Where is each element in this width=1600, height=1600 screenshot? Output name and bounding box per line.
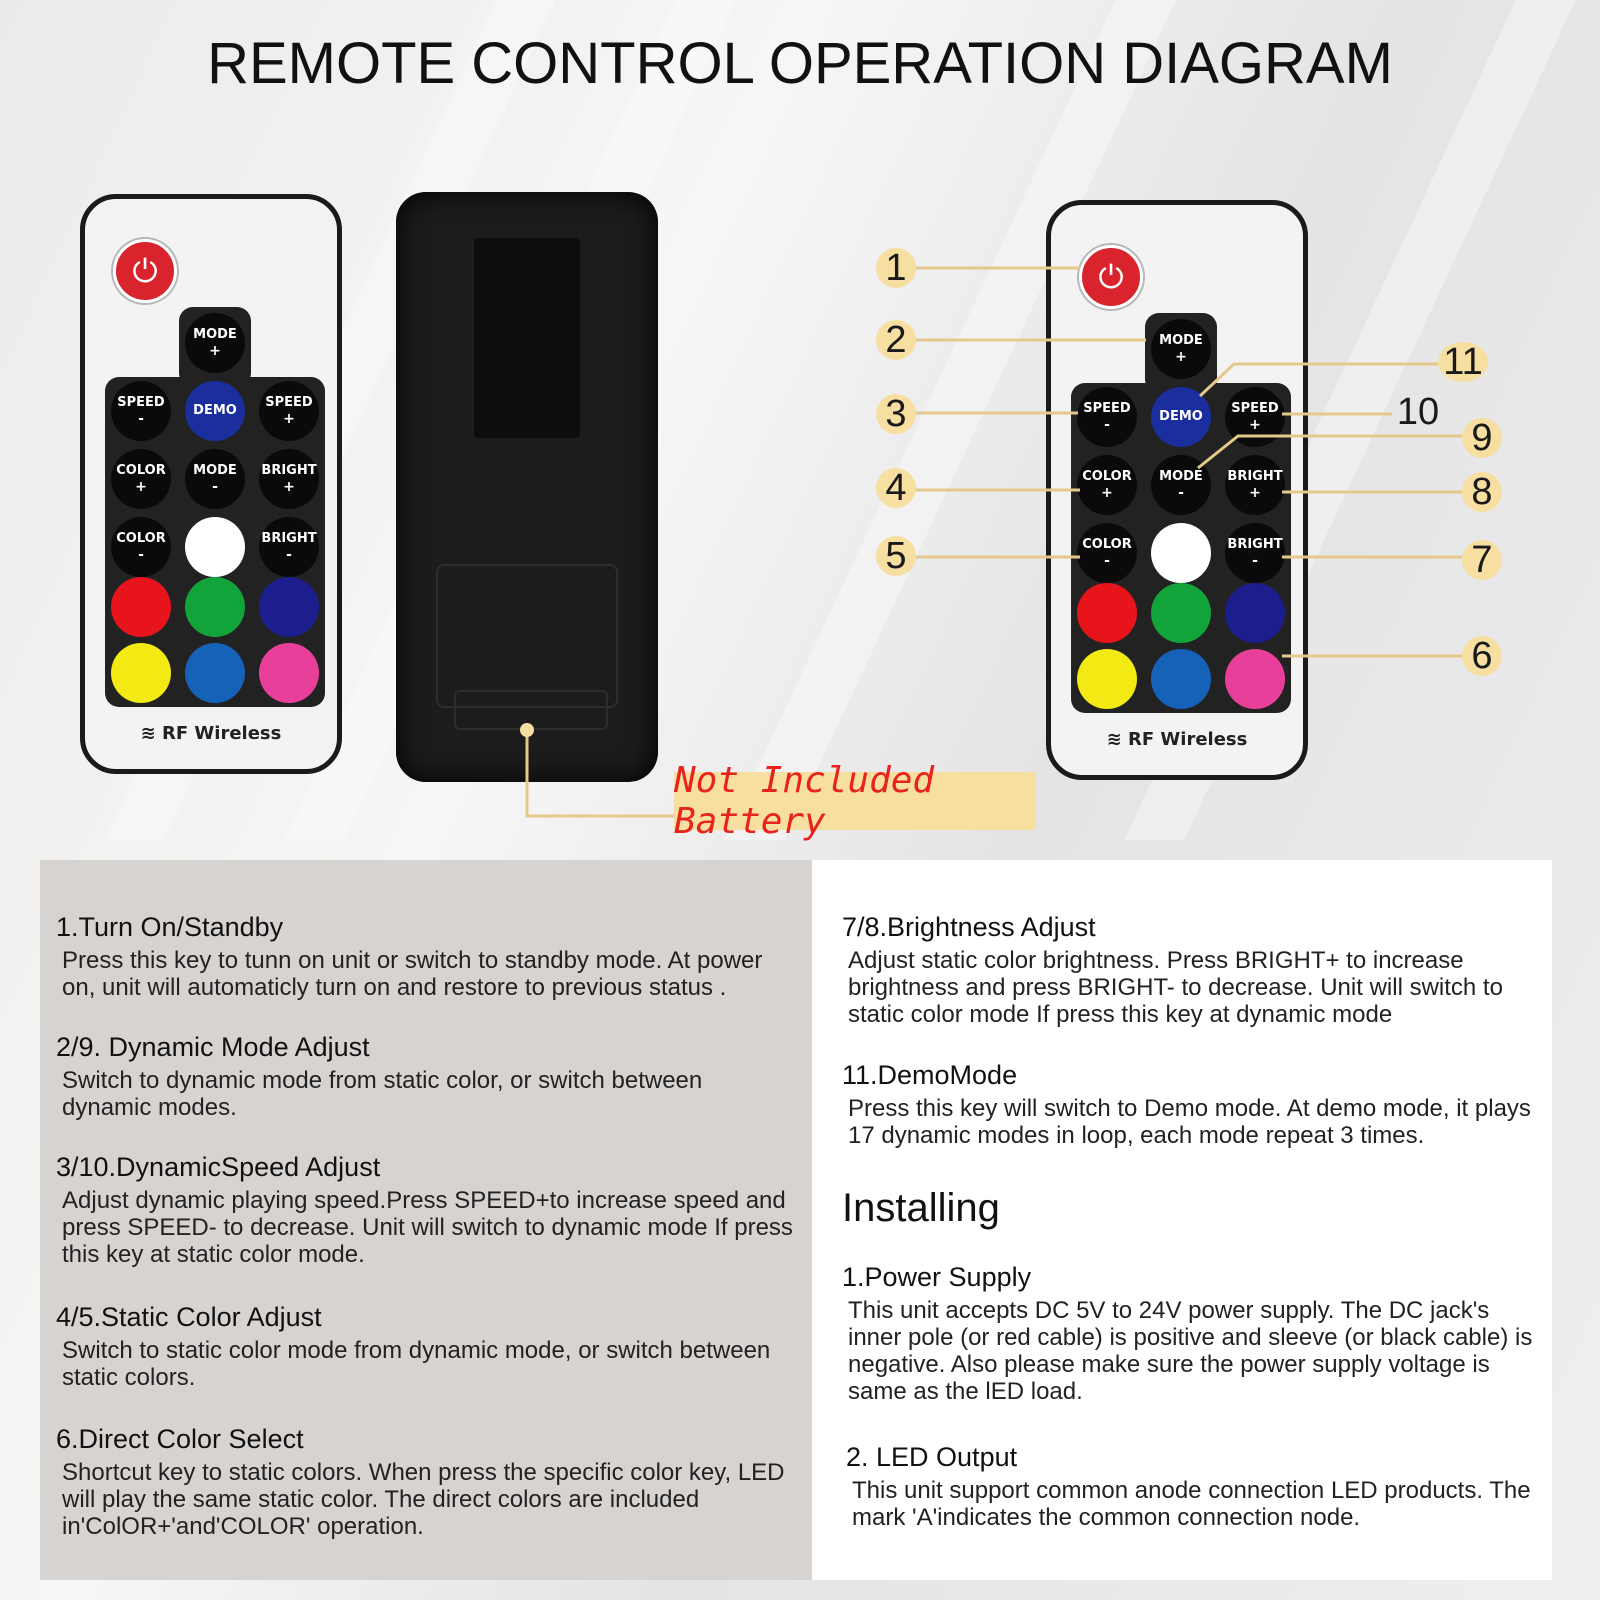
section-dynamic-mode: 2/9. Dynamic Mode Adjust Switch to dynam…: [56, 1032, 796, 1121]
rf-wireless-label: ≋ RF Wireless: [1106, 729, 1248, 750]
section-body: Press this key to tunn on unit or switch…: [62, 947, 763, 1001]
power-button[interactable]: ⏻: [1079, 245, 1143, 309]
callout-6: 6: [1462, 635, 1502, 677]
color-minus-button[interactable]: COLOR-: [111, 517, 171, 577]
color-key-yellow[interactable]: [111, 643, 171, 703]
page-title: REMOTE CONTROL OPERATION DIAGRAM: [207, 31, 1393, 96]
mode-plus-button[interactable]: MODE+: [1151, 319, 1211, 379]
bright-plus-button[interactable]: BRIGHT+: [259, 449, 319, 509]
wifi-icon: ≋: [1106, 729, 1128, 750]
section-demo-mode: 11.DemoMode Press this key will switch t…: [842, 1060, 1542, 1149]
speed-plus-button[interactable]: SPEED+: [1225, 387, 1285, 447]
section-body: This unit support common anode connectio…: [852, 1477, 1531, 1531]
color-key-pink[interactable]: [1225, 649, 1285, 709]
section-title: 3/10.DynamicSpeed Adjust: [56, 1152, 381, 1182]
section-title: 2. LED Output: [846, 1442, 1018, 1472]
remote-front-left: ⏻ MODE+ SPEED- DEMO SPEED+ COLOR+ MODE- …: [80, 194, 342, 774]
color-key-white[interactable]: [185, 517, 245, 577]
section-title: 2/9. Dynamic Mode Adjust: [56, 1032, 370, 1062]
section-title: 1.Turn On/Standby: [56, 912, 284, 942]
speed-minus-button[interactable]: SPEED-: [1077, 387, 1137, 447]
section-direct-color: 6.Direct Color Select Shortcut key to st…: [56, 1424, 796, 1540]
section-title: 7/8.Brightness Adjust: [842, 912, 1096, 942]
section-led-output: 2. LED Output This unit support common a…: [846, 1442, 1542, 1531]
callout-7: 7: [1462, 539, 1502, 581]
battery-not-included-label: Not Included Battery: [674, 760, 1036, 842]
color-key-navy[interactable]: [1225, 583, 1285, 643]
color-key-green[interactable]: [185, 577, 245, 637]
section-title: 1.Power Supply: [842, 1262, 1032, 1292]
mode-minus-button[interactable]: MODE-: [185, 449, 245, 509]
section-brightness: 7/8.Brightness Adjust Adjust static colo…: [842, 912, 1542, 1028]
callout-1: 1: [876, 247, 916, 289]
color-key-blue[interactable]: [185, 643, 245, 703]
color-key-red[interactable]: [1077, 583, 1137, 643]
section-static-color: 4/5.Static Color Adjust Switch to static…: [56, 1302, 796, 1391]
release-latch: [454, 690, 608, 730]
back-window: [474, 238, 580, 438]
section-title: 4/5.Static Color Adjust: [56, 1302, 322, 1332]
section-body: Shortcut key to static colors. When pres…: [62, 1459, 785, 1540]
instructions-panel-left: [40, 860, 812, 1580]
remote-back: [396, 192, 658, 782]
color-key-pink[interactable]: [259, 643, 319, 703]
section-title: 6.Direct Color Select: [56, 1424, 304, 1454]
color-plus-button[interactable]: COLOR+: [111, 449, 171, 509]
demo-button[interactable]: DEMO: [1151, 387, 1211, 447]
installing-heading: Installing: [842, 1186, 1000, 1230]
color-minus-button[interactable]: COLOR-: [1077, 523, 1137, 583]
battery-compartment: [436, 564, 618, 708]
color-key-white[interactable]: [1151, 523, 1211, 583]
callout-5: 5: [876, 535, 916, 577]
speed-minus-button[interactable]: SPEED-: [111, 381, 171, 441]
rf-wireless-label: ≋ RF Wireless: [140, 723, 282, 744]
instructions-panel-right: [812, 860, 1552, 1580]
section-body: This unit accepts DC 5V to 24V power sup…: [848, 1297, 1533, 1405]
wifi-icon: ≋: [140, 723, 162, 744]
bright-minus-button[interactable]: BRIGHT-: [1225, 523, 1285, 583]
demo-button[interactable]: DEMO: [185, 381, 245, 441]
bright-plus-button[interactable]: BRIGHT+: [1225, 455, 1285, 515]
mode-minus-button[interactable]: MODE-: [1151, 455, 1211, 515]
section-turn-on: 1.Turn On/Standby Press this key to tunn…: [56, 912, 796, 1001]
section-body: Switch to static color mode from dynamic…: [62, 1337, 771, 1391]
callout-11: 11: [1438, 341, 1488, 383]
color-key-navy[interactable]: [259, 577, 319, 637]
callout-4: 4: [876, 467, 916, 509]
section-body: Adjust static color brightness. Press BR…: [848, 947, 1503, 1028]
section-body: Press this key will switch to Demo mode.…: [848, 1095, 1531, 1149]
section-power-supply: 1.Power Supply This unit accepts DC 5V t…: [842, 1262, 1542, 1405]
section-body: Switch to dynamic mode from static color…: [62, 1067, 703, 1121]
callout-9: 9: [1462, 417, 1502, 459]
section-title: 11.DemoMode: [842, 1060, 1018, 1090]
color-key-red[interactable]: [111, 577, 171, 637]
color-key-green[interactable]: [1151, 583, 1211, 643]
color-plus-button[interactable]: COLOR+: [1077, 455, 1137, 515]
callout-8: 8: [1462, 471, 1502, 513]
power-button[interactable]: ⏻: [113, 239, 177, 303]
callout-2: 2: [876, 319, 916, 361]
section-body: Adjust dynamic playing speed.Press SPEED…: [62, 1187, 793, 1268]
callout-10: 10: [1396, 390, 1440, 433]
color-key-yellow[interactable]: [1077, 649, 1137, 709]
color-key-blue[interactable]: [1151, 649, 1211, 709]
bright-minus-button[interactable]: BRIGHT-: [259, 517, 319, 577]
mode-plus-button[interactable]: MODE+: [185, 313, 245, 373]
remote-front-right: ⏻ MODE+ SPEED- DEMO SPEED+ COLOR+ MODE- …: [1046, 200, 1308, 780]
speed-plus-button[interactable]: SPEED+: [259, 381, 319, 441]
callout-3: 3: [876, 393, 916, 435]
section-dynamic-speed: 3/10.DynamicSpeed Adjust Adjust dynamic …: [56, 1152, 796, 1268]
